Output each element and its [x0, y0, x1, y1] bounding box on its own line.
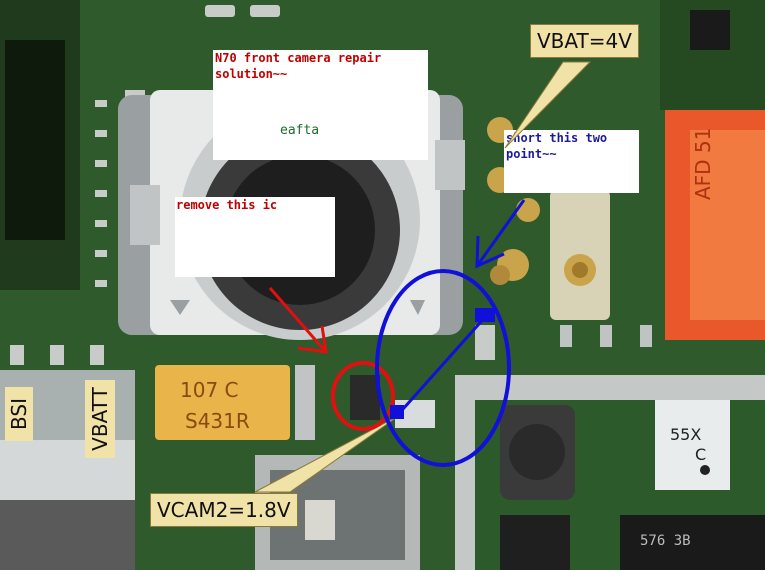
orange-part-label: AFD 51	[691, 128, 715, 200]
short-points-text: short this two point~~	[506, 131, 608, 161]
remove-ic-note: remove this ic	[175, 197, 335, 277]
vbatt-label: VBATT	[85, 380, 115, 458]
orange-component: AFD 51	[665, 110, 765, 340]
short-points-note: short this two point~~	[504, 130, 639, 193]
svg-text:55X: 55X	[670, 425, 701, 444]
title-note-text: N70 front camera repair solution~~	[215, 51, 382, 81]
blue-oval	[375, 269, 511, 467]
red-circle	[331, 361, 395, 431]
capacitor-text-1: 107 C	[180, 378, 239, 402]
shield-can: 55X C 576 3B	[455, 375, 765, 570]
blue-arrow	[475, 199, 526, 269]
capacitor-text-2: S431R	[185, 409, 250, 433]
svg-text:576 3B: 576 3B	[640, 533, 691, 549]
tantalum-capacitor: 107 C S431R	[155, 365, 315, 440]
bottom-chip	[620, 515, 765, 570]
remove-ic-text: remove this ic	[176, 198, 278, 212]
vcam2-callout: VCAM2=1.8V	[150, 493, 298, 527]
blue-short-line	[393, 314, 489, 419]
author-text: eafta	[280, 123, 320, 138]
small-chip	[655, 400, 730, 490]
gold-pads	[487, 117, 540, 285]
red-arrow	[268, 287, 328, 354]
spring-contact	[550, 190, 610, 320]
title-note: N70 front camera repair solution~~ eafta	[213, 50, 428, 160]
vbat-callout: VBAT=4V	[530, 24, 639, 58]
vbat-pointer	[504, 61, 592, 149]
svg-text:C: C	[695, 445, 706, 464]
bsi-label: BSI	[5, 387, 33, 441]
vcam2-pointer	[254, 414, 401, 493]
